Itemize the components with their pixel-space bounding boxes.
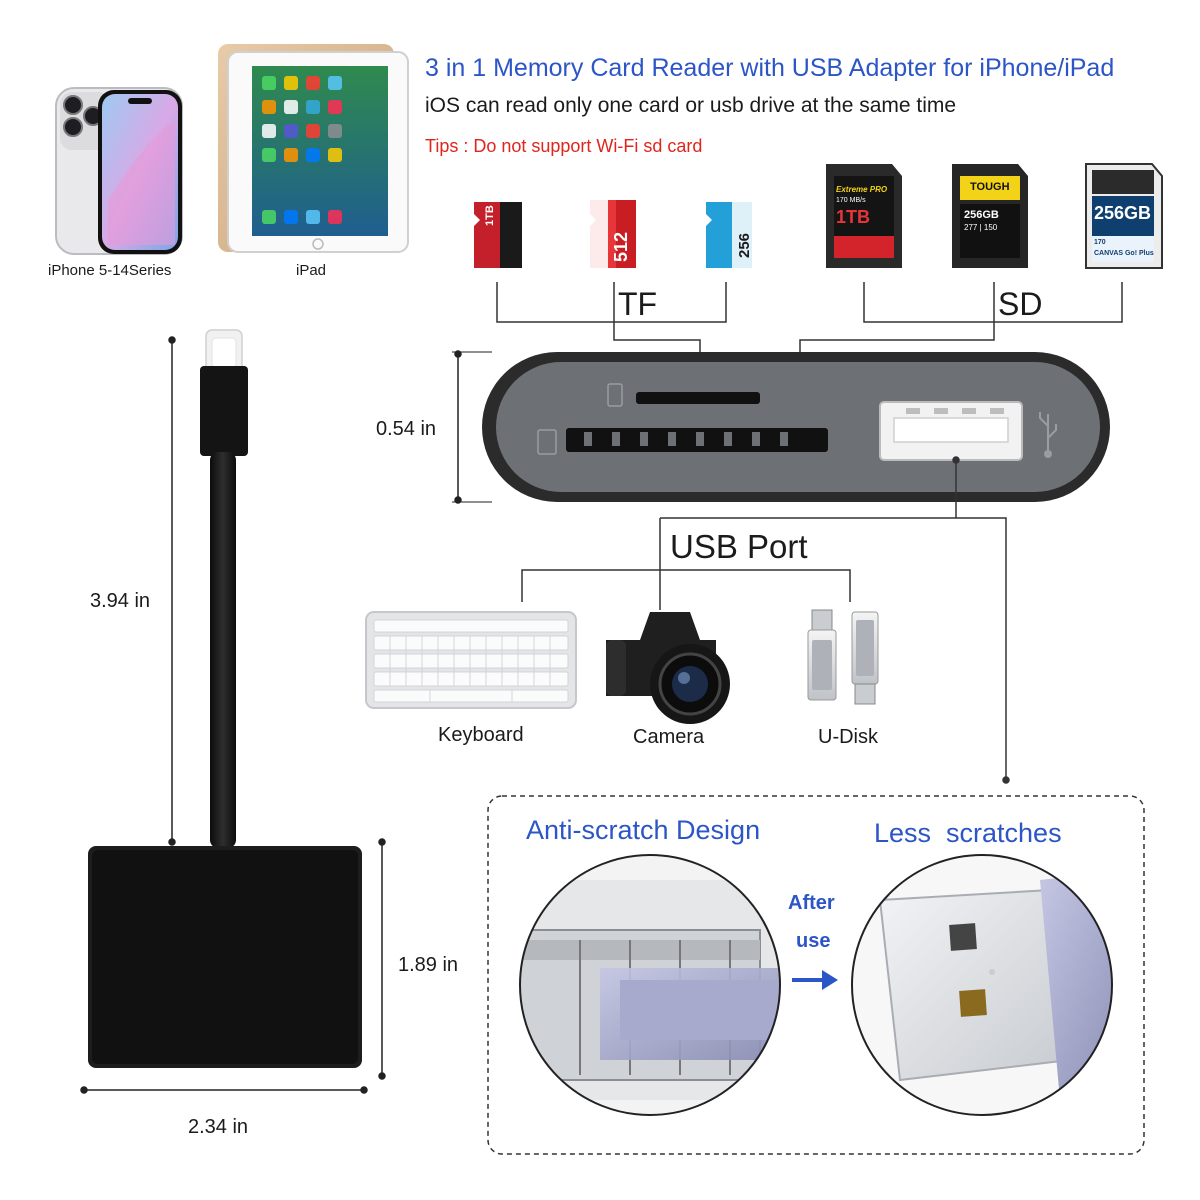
sd-card-3-capacity: 256GB xyxy=(1094,203,1152,223)
body-height-label: 1.89 in xyxy=(398,954,459,976)
height-dimension-line xyxy=(452,350,492,504)
keyboard-label: Keyboard xyxy=(438,724,524,746)
height-dimension-label: 0.54 in xyxy=(376,418,437,440)
tf-card-3 xyxy=(706,202,752,268)
tf-card-2 xyxy=(590,200,636,268)
ipad-image xyxy=(218,44,409,253)
body-width-label: 2.34 in xyxy=(188,1116,249,1138)
use-label: use xyxy=(796,930,831,952)
sd-card-3-brand: CANVAS Go! Plus xyxy=(1094,250,1154,257)
sd-card-2-speed: 277 | 150 xyxy=(964,223,998,232)
tf-card-3-label: 256 xyxy=(736,232,753,258)
u-disk-label: U-Disk xyxy=(818,726,878,748)
tips-text: Tips : Do not support Wi-Fi sd card xyxy=(425,136,703,156)
comparison-frame xyxy=(487,795,1145,1155)
usb-connector-lines xyxy=(521,456,1010,784)
sd-card-1 xyxy=(826,164,902,268)
after-use-arrow-icon xyxy=(792,970,838,990)
adapter-front-view xyxy=(482,352,1110,502)
camera-label: Camera xyxy=(633,726,705,748)
cable-length-dimension-line xyxy=(168,336,176,846)
sd-card-3-speed: 170 xyxy=(1094,239,1106,246)
less-scratches-closeup xyxy=(851,854,1113,1116)
tf-card-1-label: 1TB xyxy=(484,205,496,226)
less-scratches-title: Less scratches xyxy=(874,818,1062,848)
tf-card-1 xyxy=(474,202,522,268)
sd-label: SD xyxy=(998,286,1043,322)
page-title: 3 in 1 Memory Card Reader with USB Adapt… xyxy=(425,54,1115,82)
sd-card-1-capacity: 1TB xyxy=(836,207,871,227)
ipad-label: iPad xyxy=(296,262,327,279)
after-label: After xyxy=(788,892,835,914)
sd-card-1-brand: Extreme PRO xyxy=(836,185,888,194)
sd-card-2-brand: TOUGH xyxy=(970,181,1010,193)
anti-scratch-title: Anti-scratch Design xyxy=(526,815,761,845)
sd-card-3 xyxy=(1085,163,1163,269)
tf-label: TF xyxy=(618,286,658,322)
tf-card-2-label: 512 xyxy=(611,231,631,262)
keyboard-image xyxy=(365,611,577,709)
camera-image xyxy=(606,612,730,724)
anti-scratch-closeup xyxy=(519,854,781,1116)
body-width-dimension-line xyxy=(80,1086,368,1094)
iphone-label: iPhone 5-14Series xyxy=(48,262,172,279)
page-subtitle: iOS can read only one card or usb drive … xyxy=(425,94,957,117)
body-height-dimension-line xyxy=(378,838,386,1080)
iphone-image xyxy=(55,87,183,255)
lightning-adapter-image xyxy=(88,329,362,1068)
sd-card-2 xyxy=(952,164,1028,268)
sd-card-2-capacity: 256GB xyxy=(964,209,999,221)
cable-length-label: 3.94 in xyxy=(90,590,151,612)
u-disk-image xyxy=(807,609,879,705)
sd-card-1-speed: 170 MB/s xyxy=(836,197,866,204)
usb-port-label: USB Port xyxy=(670,528,808,565)
